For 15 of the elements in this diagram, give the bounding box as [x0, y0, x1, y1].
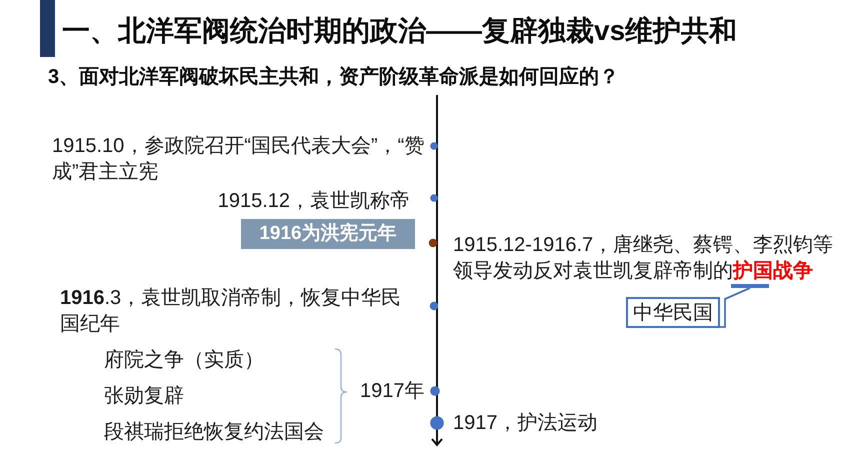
subheading: 3、面对北洋军阀破坏民主共和，资产阶级革命派是如何回应的？ [48, 64, 620, 90]
leader-line [720, 287, 750, 328]
title: 一、北洋军阀统治时期的政治——复辟独裁vs维护共和 [62, 14, 738, 48]
event-text: 1917，护法运动 [453, 411, 598, 436]
event-text: 府院之争（实质） [104, 348, 264, 373]
event-text: 张勋复辟 [104, 384, 184, 409]
event-text: 1915.10，参政院召开“国民代表大会”，“赞成”君主立宪 [52, 134, 426, 185]
event-text: 1915.12-1916.7，唐继尧、蔡锷、李烈钧等领导发动反对袁世凯复辟帝制的护国战争 [453, 233, 834, 284]
event-text: 1915.12，袁世凯称帝 [218, 189, 410, 214]
callout-box: 中华民国 [626, 297, 720, 328]
underline-mark [731, 284, 769, 288]
year-label: 1917年 [360, 379, 424, 404]
note-box: 1916为洪宪元年 [241, 219, 415, 249]
event-text: 段祺瑞拒绝恢复约法国会 [104, 420, 324, 445]
event-text: 1916.3，袁世凯取消帝制，恢复中华民国纪年 [60, 286, 402, 337]
